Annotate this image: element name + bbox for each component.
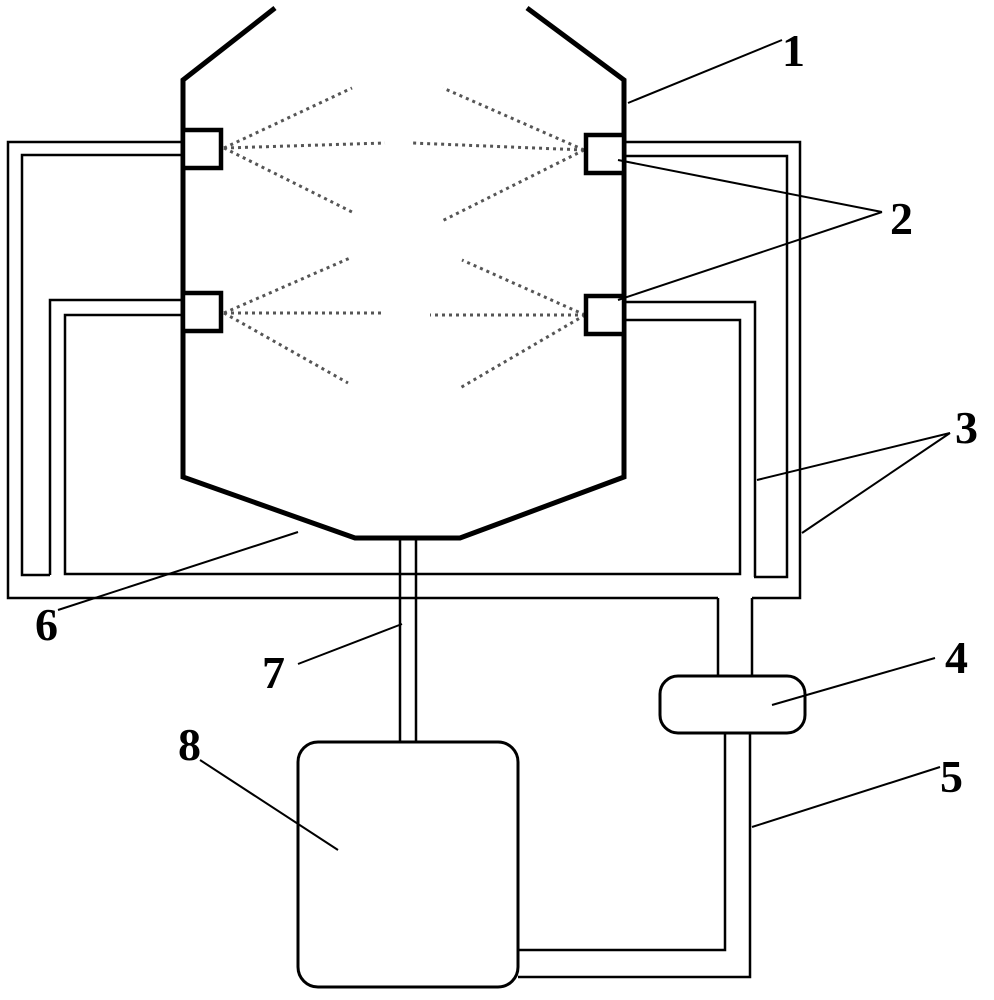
nozzle-upper-right (583, 132, 627, 176)
label-tank: 1 (782, 25, 805, 76)
drain-pipe (398, 538, 418, 742)
return-pipe (518, 598, 754, 979)
nozzle-lower-right (583, 293, 627, 337)
label-pump: 4 (945, 632, 968, 683)
outer-pipe-loop (6, 140, 802, 600)
label-collector: 8 (178, 719, 201, 770)
vessel-wall (180, 5, 627, 541)
pump-body (658, 674, 807, 735)
collector-tank (296, 740, 520, 989)
spray-pattern (223, 86, 586, 390)
label-nozzles: 2 (890, 193, 913, 244)
nozzle-lower-left (180, 290, 224, 334)
label-tank-bottom: 6 (35, 599, 58, 650)
nozzle-upper-left (180, 127, 224, 171)
vessel-bottom-edge (356, 536, 459, 540)
label-return-pipe: 5 (940, 751, 963, 802)
leader-lines (57, 39, 951, 851)
inner-pipe-loop (48, 298, 757, 577)
label-drain-pipe: 7 (262, 647, 285, 698)
label-pipes: 3 (955, 402, 978, 453)
